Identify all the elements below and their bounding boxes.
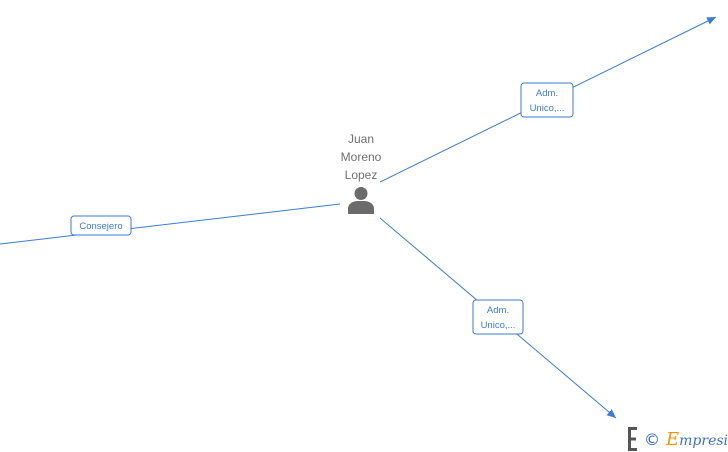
person-name-line-1: Juan bbox=[347, 132, 375, 146]
edge-label-text: Consejero bbox=[79, 221, 122, 232]
person-name-line-3: Lopez bbox=[344, 168, 378, 182]
edge-label-adm-unico-top[interactable]: Adm. Unico,... bbox=[520, 82, 574, 118]
copyright-symbol: © bbox=[644, 429, 660, 449]
edge-label-consejero[interactable]: Consejero bbox=[70, 215, 132, 236]
edge-label-text-line1: Adm. bbox=[487, 305, 509, 316]
empresia-logo-icon bbox=[628, 427, 637, 451]
brand-rest: mpresia bbox=[679, 432, 728, 449]
edge-label-text-line1: Adm. bbox=[536, 88, 558, 99]
person-icon[interactable] bbox=[346, 185, 376, 215]
edge-line-consejero bbox=[0, 203, 341, 245]
edge-label-adm-unico-bottom[interactable]: Adm. Unico,... bbox=[472, 299, 524, 335]
empresia-watermark: © Empresia bbox=[628, 426, 728, 452]
person-name-line-2: Moreno bbox=[340, 150, 382, 164]
brand-first-letter: E bbox=[666, 428, 680, 450]
edge-label-text-line2: Unico,... bbox=[481, 320, 516, 331]
empresia-brand: Empresia bbox=[666, 429, 728, 450]
person-node-name[interactable]: Juan Moreno Lopez bbox=[325, 130, 397, 184]
edge-label-text-line2: Unico,... bbox=[530, 103, 565, 114]
